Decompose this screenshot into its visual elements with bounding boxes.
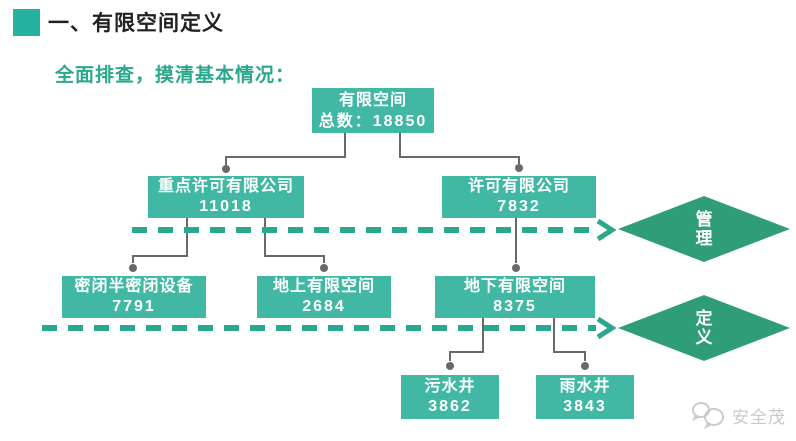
- node-root: 有限空间 总数：18850: [312, 88, 434, 133]
- node-key-permit-label: 重点许可有限公司: [157, 178, 294, 195]
- node-sealed-value: 7791: [112, 298, 156, 315]
- edge-root-keypermit: [225, 132, 346, 165]
- subtitle: 全面排查，摸清基本情况：: [55, 65, 296, 86]
- node-root-value: 总数：18850: [318, 112, 428, 130]
- edge-belowground-rainwell: [553, 318, 586, 361]
- edge-keypermit-aboveground: [264, 218, 325, 263]
- node-rain-well-value: 3843: [563, 398, 607, 415]
- diamond-definition-label: 定义: [695, 309, 713, 347]
- title-bullet-square: [13, 9, 40, 36]
- dot-belowground: [512, 264, 520, 272]
- node-permit: 许可有限公司 7832: [442, 176, 596, 218]
- node-sewage-well: 污水井 3862: [401, 375, 499, 419]
- diamond-management-label: 管理: [695, 210, 713, 248]
- dot-permit: [515, 164, 523, 172]
- node-rain-well-label: 雨水井: [559, 378, 611, 395]
- node-below-ground: 地下有限空间 8375: [435, 276, 595, 318]
- node-sewage-well-label: 污水井: [424, 378, 476, 395]
- edge-belowground-sewagewell: [449, 318, 484, 361]
- node-sewage-well-value: 3862: [428, 398, 472, 415]
- node-above-ground-label: 地上有限空间: [272, 278, 375, 295]
- dot-aboveground: [320, 264, 328, 272]
- node-above-ground-value: 2684: [302, 298, 346, 315]
- dot-rainwell: [581, 362, 589, 370]
- edge-root-permit: [399, 132, 520, 164]
- node-below-ground-value: 8375: [493, 298, 537, 315]
- node-root-label: 有限空间: [338, 91, 407, 109]
- tree-connectors: [132, 132, 586, 361]
- dot-sewagewell: [446, 362, 454, 370]
- node-below-ground-label: 地下有限空间: [463, 278, 566, 295]
- wechat-icon: [691, 402, 724, 429]
- node-rain-well: 雨水井 3843: [536, 375, 634, 419]
- dot-keypermit: [222, 165, 230, 173]
- node-permit-label: 许可有限公司: [467, 178, 570, 195]
- node-key-permit-value: 11018: [199, 198, 253, 215]
- connector-end-dots: [129, 164, 589, 370]
- dashed-arrows: [42, 218, 617, 340]
- node-above-ground: 地上有限空间 2684: [257, 276, 391, 318]
- node-permit-value: 7832: [497, 198, 541, 215]
- dashed-arrow-definition-head: [596, 316, 617, 340]
- dashed-arrow-management-head: [596, 218, 617, 242]
- edge-keypermit-sealed: [132, 218, 188, 263]
- node-sealed-label: 密闭半密闭设备: [74, 278, 194, 295]
- node-key-permit: 重点许可有限公司 11018: [148, 176, 304, 218]
- watermark: 安全茂: [690, 401, 786, 429]
- page-title: 一、有限空间定义: [48, 12, 224, 35]
- node-sealed: 密闭半密闭设备 7791: [62, 276, 206, 318]
- watermark-label: 安全茂: [732, 407, 786, 427]
- dot-sealed: [129, 264, 137, 272]
